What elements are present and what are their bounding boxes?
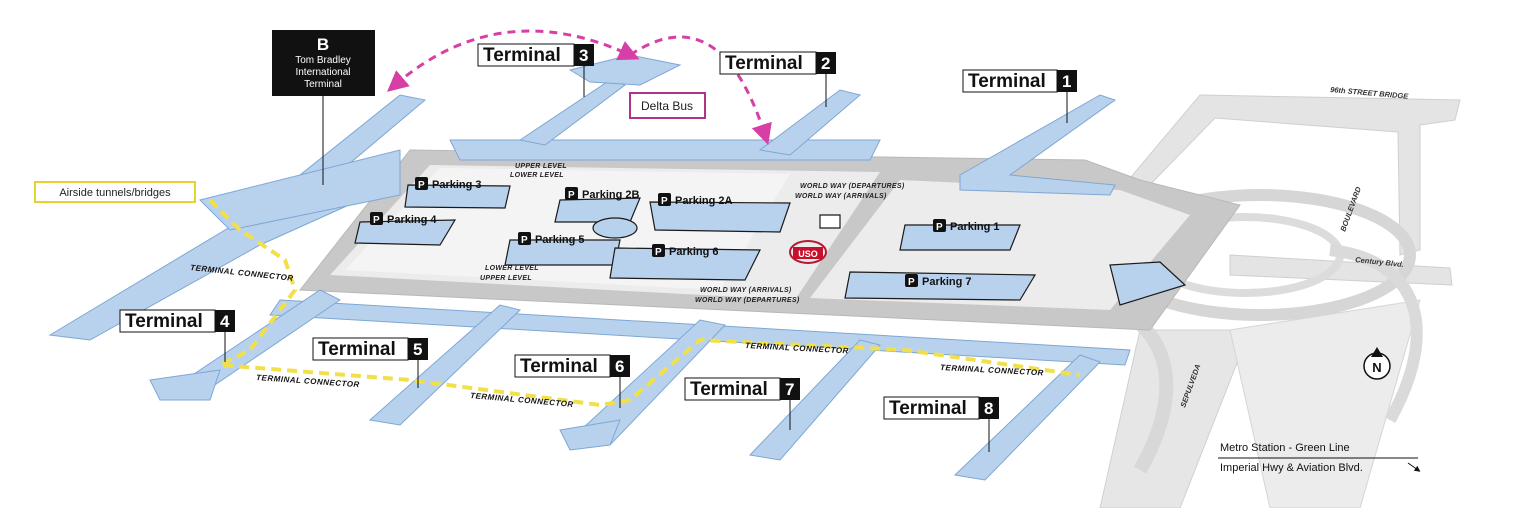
tbit-label[interactable]: B Tom Bradley International Terminal bbox=[272, 30, 375, 185]
svg-text:Terminal: Terminal bbox=[125, 311, 203, 332]
svg-text:Tom Bradley: Tom Bradley bbox=[295, 55, 351, 66]
svg-text:WORLD WAY (DEPARTURES): WORLD WAY (DEPARTURES) bbox=[800, 183, 905, 190]
svg-text:Imperial Hwy & Aviation Blvd.: Imperial Hwy & Aviation Blvd. bbox=[1220, 462, 1363, 474]
svg-text:Parking 6: Parking 6 bbox=[669, 246, 719, 258]
svg-text:7: 7 bbox=[785, 380, 794, 399]
parking-4-label[interactable]: P Parking 4 bbox=[370, 212, 437, 226]
svg-text:USO: USO bbox=[798, 249, 818, 259]
svg-text:WORLD WAY (ARRIVALS): WORLD WAY (ARRIVALS) bbox=[795, 193, 887, 200]
parking-6-label[interactable]: P Parking 6 bbox=[652, 244, 719, 258]
svg-text:P: P bbox=[373, 215, 380, 226]
svg-text:8: 8 bbox=[984, 399, 993, 418]
svg-text:B: B bbox=[317, 35, 329, 54]
svg-text:Terminal: Terminal bbox=[318, 339, 396, 360]
terminal-connector-route bbox=[208, 198, 1081, 408]
north-arrow-icon: N bbox=[1363, 347, 1391, 380]
svg-text:Parking 2B: Parking 2B bbox=[582, 189, 640, 201]
svg-text:Parking 7: Parking 7 bbox=[922, 276, 972, 288]
svg-text:Terminal: Terminal bbox=[304, 79, 342, 90]
parking-3-structure bbox=[404, 184, 511, 209]
svg-text:UPPER LEVEL: UPPER LEVEL bbox=[515, 163, 567, 170]
svg-text:TERMINAL CONNECTOR: TERMINAL CONNECTOR bbox=[470, 391, 574, 409]
svg-text:4: 4 bbox=[220, 312, 230, 331]
parking-1-structure bbox=[899, 224, 1021, 251]
terminal-1-label[interactable]: Terminal 1 bbox=[962, 69, 1077, 123]
svg-text:Terminal: Terminal bbox=[520, 356, 598, 377]
delta-bus-label: Delta Bus bbox=[629, 92, 706, 119]
road-labels: UPPER LEVEL LOWER LEVEL LOWER LEVEL UPPE… bbox=[480, 163, 905, 304]
parking-7-structure bbox=[844, 271, 1037, 301]
svg-text:Terminal: Terminal bbox=[889, 398, 967, 419]
svg-text:P: P bbox=[418, 180, 425, 191]
parking-structures bbox=[354, 184, 1187, 306]
parking-1-label[interactable]: P Parking 1 bbox=[933, 219, 1000, 233]
svg-text:6: 6 bbox=[615, 357, 624, 376]
svg-text:TERMINAL CONNECTOR: TERMINAL CONNECTOR bbox=[940, 363, 1044, 377]
svg-text:N: N bbox=[1372, 360, 1381, 375]
delta-bus-route bbox=[387, 29, 772, 145]
svg-text:TERMINAL CONNECTOR: TERMINAL CONNECTOR bbox=[190, 263, 294, 283]
svg-text:Delta Bus: Delta Bus bbox=[641, 99, 693, 113]
terminal-5-label[interactable]: Terminal 5 bbox=[312, 337, 428, 388]
svg-text:P: P bbox=[661, 196, 668, 207]
terminal-8-label[interactable]: Terminal 8 bbox=[883, 396, 999, 452]
svg-text:Parking 4: Parking 4 bbox=[387, 214, 437, 226]
svg-text:UPPER LEVEL: UPPER LEVEL bbox=[480, 275, 532, 282]
svg-text:WORLD WAY (DEPARTURES): WORLD WAY (DEPARTURES) bbox=[695, 297, 800, 304]
svg-text:Parking 2A: Parking 2A bbox=[675, 195, 733, 207]
svg-text:P: P bbox=[568, 190, 575, 201]
parking-2a-label[interactable]: P Parking 2A bbox=[658, 193, 733, 207]
svg-text:3: 3 bbox=[579, 46, 588, 65]
svg-text:Parking 3: Parking 3 bbox=[432, 179, 482, 191]
svg-text:Terminal: Terminal bbox=[968, 71, 1046, 92]
parking-2b-structure bbox=[554, 197, 641, 223]
control-tower-building bbox=[1109, 261, 1187, 306]
metro-station-note: Metro Station - Green Line Imperial Hwy … bbox=[1218, 442, 1421, 474]
parking-2b-label[interactable]: P Parking 2B bbox=[565, 187, 640, 201]
svg-text:2: 2 bbox=[821, 54, 830, 73]
svg-text:WORLD WAY (ARRIVALS): WORLD WAY (ARRIVALS) bbox=[700, 287, 792, 294]
svg-text:Terminal: Terminal bbox=[483, 45, 561, 66]
svg-text:LOWER LEVEL: LOWER LEVEL bbox=[510, 172, 564, 179]
svg-text:P: P bbox=[655, 247, 662, 258]
svg-text:LOWER LEVEL: LOWER LEVEL bbox=[485, 265, 539, 272]
svg-text:5: 5 bbox=[413, 340, 422, 359]
terminal-6-label[interactable]: Terminal 6 bbox=[514, 354, 630, 408]
svg-text:Metro Station - Green Line: Metro Station - Green Line bbox=[1220, 442, 1350, 454]
svg-text:Parking 1: Parking 1 bbox=[950, 221, 1000, 233]
airside-tunnels-label: Airside tunnels/bridges bbox=[34, 181, 196, 203]
svg-text:Terminal: Terminal bbox=[725, 53, 803, 74]
terminal-2-label[interactable]: Terminal 2 bbox=[719, 51, 836, 107]
svg-text:1: 1 bbox=[1062, 72, 1071, 91]
svg-text:P: P bbox=[521, 235, 528, 246]
parking-3-label[interactable]: P Parking 3 bbox=[415, 177, 482, 191]
svg-text:Terminal: Terminal bbox=[690, 379, 768, 400]
parking-4-structure bbox=[354, 219, 457, 246]
theme-building bbox=[592, 217, 638, 239]
svg-text:P: P bbox=[936, 222, 943, 233]
terminal-3-label[interactable]: Terminal 3 bbox=[477, 43, 594, 97]
parking-2a-structure bbox=[649, 201, 791, 233]
svg-text:P: P bbox=[908, 277, 915, 288]
parking-5-label[interactable]: P Parking 5 bbox=[518, 232, 585, 246]
terminal-4-label[interactable]: Terminal 4 bbox=[119, 309, 235, 362]
parking-6-structure bbox=[609, 247, 761, 281]
svg-text:International: International bbox=[295, 67, 350, 78]
uso-badge[interactable]: USO bbox=[789, 240, 827, 264]
svg-text:Airside tunnels/bridges: Airside tunnels/bridges bbox=[59, 187, 171, 199]
svg-text:Parking 5: Parking 5 bbox=[535, 234, 585, 246]
parking-7-label[interactable]: P Parking 7 bbox=[905, 274, 972, 288]
terminal-7-label[interactable]: Terminal 7 bbox=[684, 377, 800, 430]
